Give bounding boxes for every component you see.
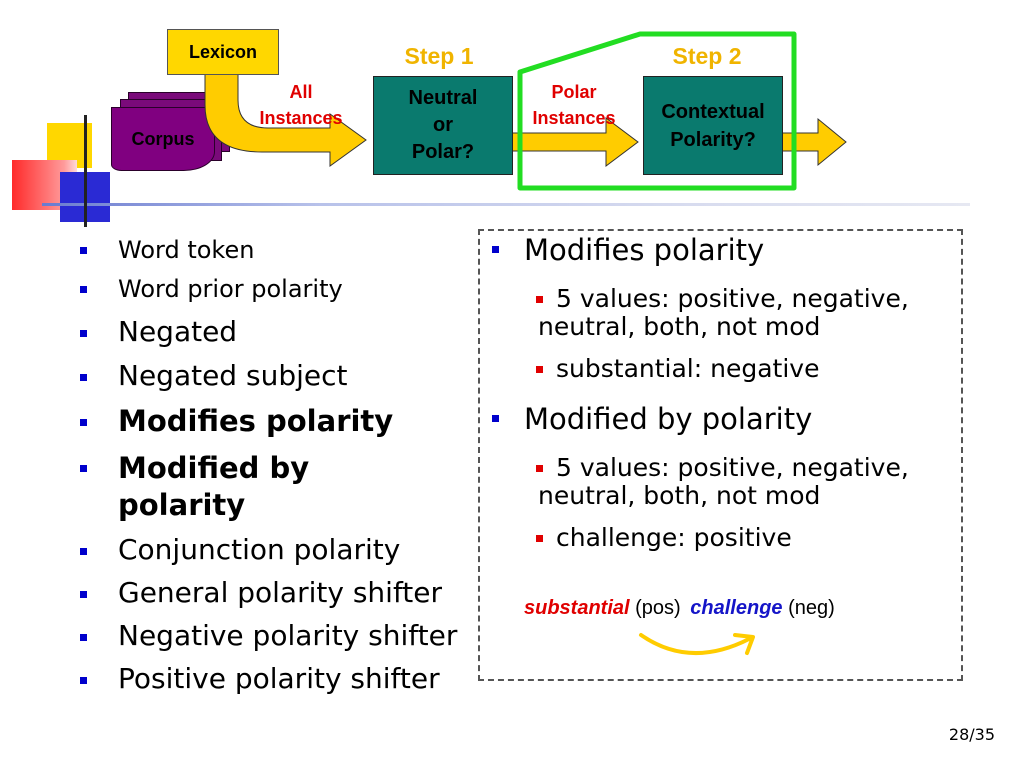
bullet-icon bbox=[492, 415, 499, 422]
step2-frame bbox=[517, 31, 797, 191]
example-tag-neg: (neg) bbox=[788, 597, 835, 619]
list-item: Negated bbox=[80, 314, 480, 358]
lexicon-curved-arrow bbox=[204, 71, 367, 167]
modifies-example: substantial: negative bbox=[536, 355, 938, 383]
modified-by-polarity-heading: Modified by polarity bbox=[492, 402, 812, 436]
neutral-or-polar-box: Neutral or Polar? bbox=[373, 76, 513, 175]
curved-arrow-icon bbox=[639, 633, 755, 656]
step2-label: Step 2 bbox=[672, 43, 742, 69]
list-item: Word prior polarity bbox=[80, 272, 480, 314]
page-number: 28/35 bbox=[948, 725, 995, 744]
list-item: Modifies polarity bbox=[80, 402, 480, 450]
list-item: Negated subject bbox=[80, 358, 480, 402]
list-item: Conjunction polarity bbox=[80, 532, 480, 575]
modifies-polarity-heading: Modifies polarity bbox=[492, 233, 764, 267]
feature-list: Word token Word prior polarity Negated N… bbox=[80, 232, 480, 704]
bullet-icon bbox=[80, 465, 87, 472]
bullet-icon bbox=[80, 286, 87, 293]
example-word-challenge: challenge bbox=[690, 597, 783, 619]
step1-label: Step 1 bbox=[404, 43, 474, 69]
bullet-icon bbox=[80, 548, 87, 555]
flow-arrows bbox=[204, 31, 847, 191]
modified-values: 5 values: positive, negative, neutral, b… bbox=[536, 453, 909, 510]
list-item: General polarity shifter bbox=[80, 575, 480, 618]
polar-instances-label: Polar Instances bbox=[532, 82, 616, 128]
corpus-box: Corpus bbox=[111, 107, 215, 171]
list-item: Negative polarity shifter bbox=[80, 618, 480, 661]
bullet-icon bbox=[80, 677, 87, 684]
polar-instances-arrow bbox=[511, 117, 639, 167]
bullet-icon bbox=[492, 246, 499, 253]
lexicon-label: Lexicon bbox=[188, 41, 258, 62]
example-word-substantial: substantial bbox=[524, 597, 630, 619]
modified-example: challenge: positive bbox=[536, 524, 938, 552]
example-tag-pos: (pos) bbox=[635, 597, 681, 619]
bullet-icon bbox=[80, 374, 87, 381]
bullet-icon bbox=[80, 419, 87, 426]
bullet-icon bbox=[80, 330, 87, 337]
corpus-label: Corpus bbox=[131, 128, 195, 149]
contextual-polarity-box: Contextual Polarity? bbox=[643, 76, 783, 175]
bullet-icon bbox=[80, 247, 87, 254]
list-item: Modified by polarity bbox=[80, 450, 480, 532]
deco-horizontal-line bbox=[42, 203, 970, 206]
all-instances-label: All Instances bbox=[259, 82, 343, 128]
bullet-icon bbox=[536, 535, 543, 542]
lexicon-box: Lexicon bbox=[167, 29, 279, 75]
bullet-icon bbox=[80, 634, 87, 641]
bullet-icon bbox=[536, 296, 543, 303]
bullet-icon bbox=[536, 465, 543, 472]
deco-vertical-line bbox=[84, 115, 87, 227]
list-item: Word token bbox=[80, 232, 480, 272]
detail-panel: Modifies polarity 5 values: positive, ne… bbox=[478, 229, 963, 681]
example-phrase: substantial (pos) challenge (neg) bbox=[524, 597, 944, 620]
bullet-icon bbox=[80, 591, 87, 598]
modifies-values: 5 values: positive, negative, neutral, b… bbox=[536, 284, 909, 341]
list-item: Positive polarity shifter bbox=[80, 661, 480, 704]
output-arrow bbox=[781, 117, 847, 167]
bullet-icon bbox=[536, 366, 543, 373]
